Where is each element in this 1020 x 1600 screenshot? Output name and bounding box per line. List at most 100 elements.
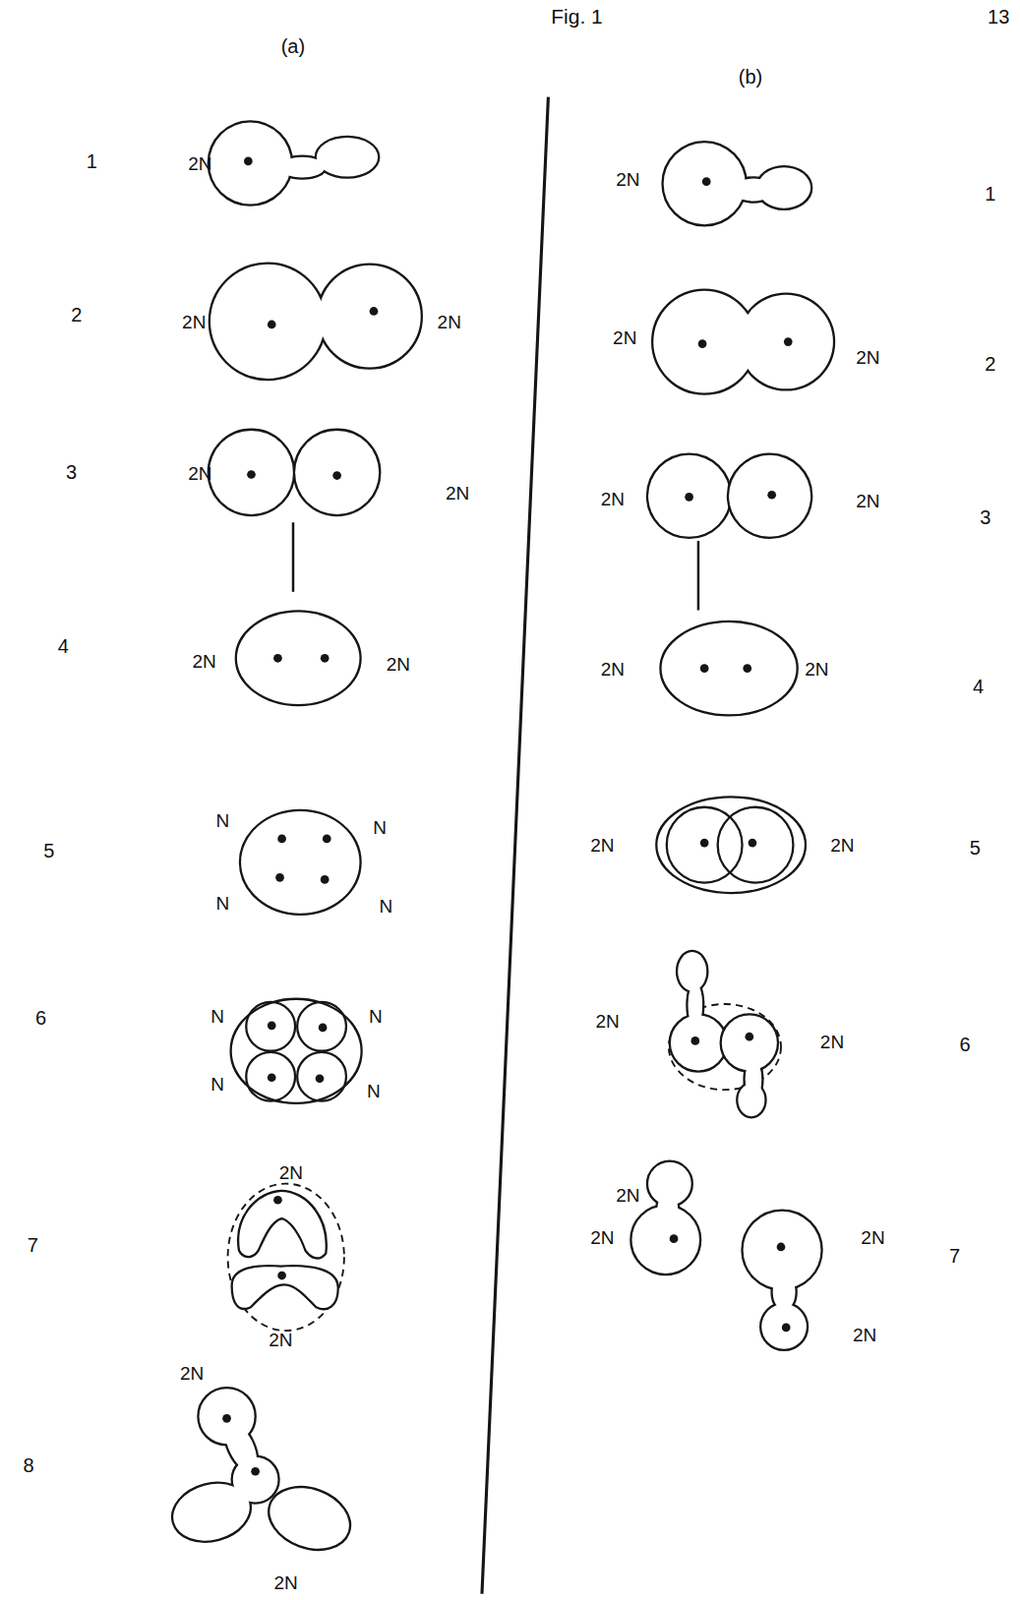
nucleus-dot — [742, 663, 752, 673]
ploidy-label: 2N — [820, 1031, 844, 1051]
ploidy-label: N — [210, 1075, 225, 1094]
stage-number: 1 — [984, 183, 996, 204]
connector-line — [697, 540, 700, 611]
page-number: 13 — [987, 6, 1010, 27]
nucleus-dot — [246, 470, 256, 480]
nucleus-dot — [320, 875, 330, 885]
stage-number: 5 — [969, 838, 981, 858]
dividing-cell — [653, 291, 834, 394]
ploidy-label: 2N — [191, 651, 216, 670]
spore — [666, 807, 743, 884]
ploidy-label: 2N — [615, 169, 640, 188]
stage-number: 3 — [65, 462, 77, 482]
nucleus-dot — [273, 1196, 283, 1205]
spore — [297, 1002, 347, 1052]
germinating-spore — [233, 1266, 338, 1309]
nucleus-dot — [777, 1243, 786, 1253]
nucleus-dot — [690, 1036, 700, 1046]
stage-number: 1 — [86, 151, 98, 172]
fused-cell — [237, 612, 360, 705]
germinating-spore — [239, 1192, 325, 1258]
budding-cell — [631, 1162, 699, 1274]
nucleus-dot — [744, 1032, 754, 1042]
ascus-wall — [668, 1004, 781, 1090]
germinating-spore — [670, 952, 726, 1071]
nucleus-dot — [250, 1467, 260, 1477]
nucleus-dot — [684, 492, 694, 502]
ploidy-label: N — [372, 817, 387, 837]
ploidy-label: 2N — [830, 836, 854, 855]
ploidy-label: 2N — [268, 1329, 293, 1349]
nucleus-dot — [315, 1074, 325, 1083]
spore — [245, 1002, 296, 1052]
nucleus-dot — [700, 663, 710, 673]
daughter-cell — [209, 430, 294, 515]
ploidy-label: 2N — [273, 1572, 298, 1592]
nucleus-dot — [669, 1234, 679, 1244]
budding-cell — [209, 122, 378, 205]
ploidy-label: 2N — [445, 483, 470, 503]
nucleus-dot — [748, 839, 758, 848]
ploidy-label: 2N — [187, 463, 212, 482]
nucleus-dot — [700, 839, 710, 848]
ploidy-label: 2N — [180, 1364, 204, 1383]
stage-number: 3 — [979, 507, 991, 528]
spore — [297, 1052, 347, 1102]
stage-number: 6 — [959, 1034, 970, 1055]
ploidy-label: 2N — [860, 1228, 885, 1248]
ploidy-label: N — [210, 1006, 225, 1025]
nucleus-dot — [369, 306, 379, 316]
stage-number: 2 — [70, 304, 82, 325]
nucleus-dot — [277, 835, 287, 844]
stage-number: 7 — [949, 1246, 960, 1266]
daughter-cell — [295, 430, 379, 515]
connector-line — [292, 522, 295, 593]
ploidy-label: 2N — [279, 1162, 303, 1182]
budding-cell — [743, 1211, 822, 1350]
ploidy-label: 2N — [181, 311, 206, 331]
dividing-cell — [210, 264, 421, 379]
budding-cell — [663, 142, 811, 225]
ascus-wall — [228, 1184, 345, 1331]
ploidy-label: 2N — [855, 348, 880, 367]
nucleus-dot — [767, 490, 777, 500]
panel-divider — [481, 97, 548, 1595]
ploidy-label: 2N — [187, 154, 212, 174]
nucleus-dot — [273, 654, 283, 663]
germinating-spore — [721, 1015, 778, 1117]
stage-number: 8 — [23, 1455, 35, 1476]
ploidy-label: 2N — [804, 659, 829, 678]
nucleus-dot — [322, 835, 332, 844]
ploidy-label: 2N — [852, 1324, 877, 1344]
ploidy-label: 2N — [612, 327, 637, 347]
nucleus-dot — [267, 1020, 277, 1030]
stage-number: 4 — [58, 636, 69, 657]
ploidy-label: N — [215, 810, 230, 830]
ascus — [657, 797, 804, 892]
ploidy-label: 2N — [600, 488, 625, 508]
nucleus-dot — [277, 1271, 287, 1281]
stage-number: 6 — [35, 1008, 47, 1028]
ploidy-label: 2N — [590, 836, 614, 855]
nucleus-dot — [267, 320, 277, 330]
daughter-cell — [648, 455, 730, 538]
budding-zygote — [167, 1388, 359, 1560]
ploidy-label: 2N — [615, 1185, 640, 1204]
daughter-cell — [728, 455, 811, 538]
spore — [718, 807, 794, 884]
panel-label: (b) — [738, 66, 763, 87]
stage-number: 5 — [43, 840, 55, 861]
fused-cell — [661, 622, 797, 715]
ploidy-label: N — [379, 896, 394, 915]
ploidy-label: 2N — [595, 1012, 619, 1031]
panel-label: (a) — [281, 36, 305, 57]
spore — [245, 1052, 296, 1102]
nucleus-dot — [698, 339, 708, 349]
nucleus-dot — [267, 1073, 277, 1082]
ploidy-label: 2N — [437, 311, 462, 331]
nucleus-dot — [222, 1414, 232, 1424]
nucleus-dot — [320, 654, 330, 663]
ploidy-label: 2N — [855, 490, 880, 510]
